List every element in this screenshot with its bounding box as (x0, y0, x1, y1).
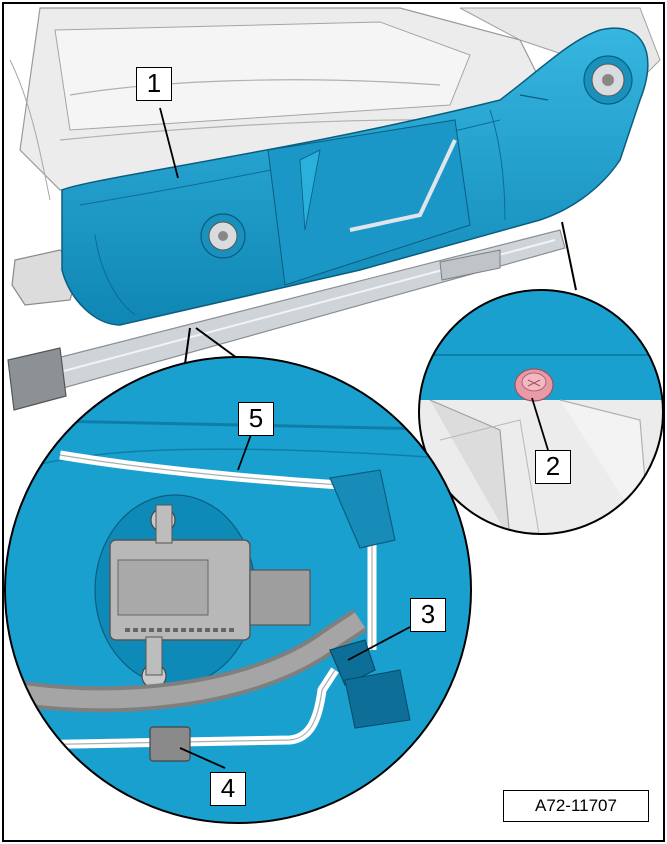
detail-circle-clip (418, 289, 664, 535)
seat-rail (7, 229, 566, 411)
leader-2 (531, 397, 549, 451)
control-unit (109, 504, 311, 689)
leader-1 (159, 107, 179, 179)
callout-leaders (159, 107, 411, 769)
cable-clamp (149, 726, 191, 762)
callout-4: 4 (210, 772, 246, 806)
figure-reference-number: A72-11707 (503, 790, 649, 822)
leader-4 (179, 747, 226, 769)
leader-5 (237, 431, 253, 471)
callout-3: 3 (410, 598, 446, 632)
leader-3 (347, 626, 411, 661)
callout-5: 5 (238, 402, 274, 436)
side-trim-panel (61, 27, 649, 326)
callout-2: 2 (535, 450, 571, 484)
retaining-clip (514, 368, 554, 402)
callout-1: 1 (136, 67, 172, 101)
detail-circle-harness (4, 356, 472, 824)
leader-to-detail-small (561, 221, 577, 291)
